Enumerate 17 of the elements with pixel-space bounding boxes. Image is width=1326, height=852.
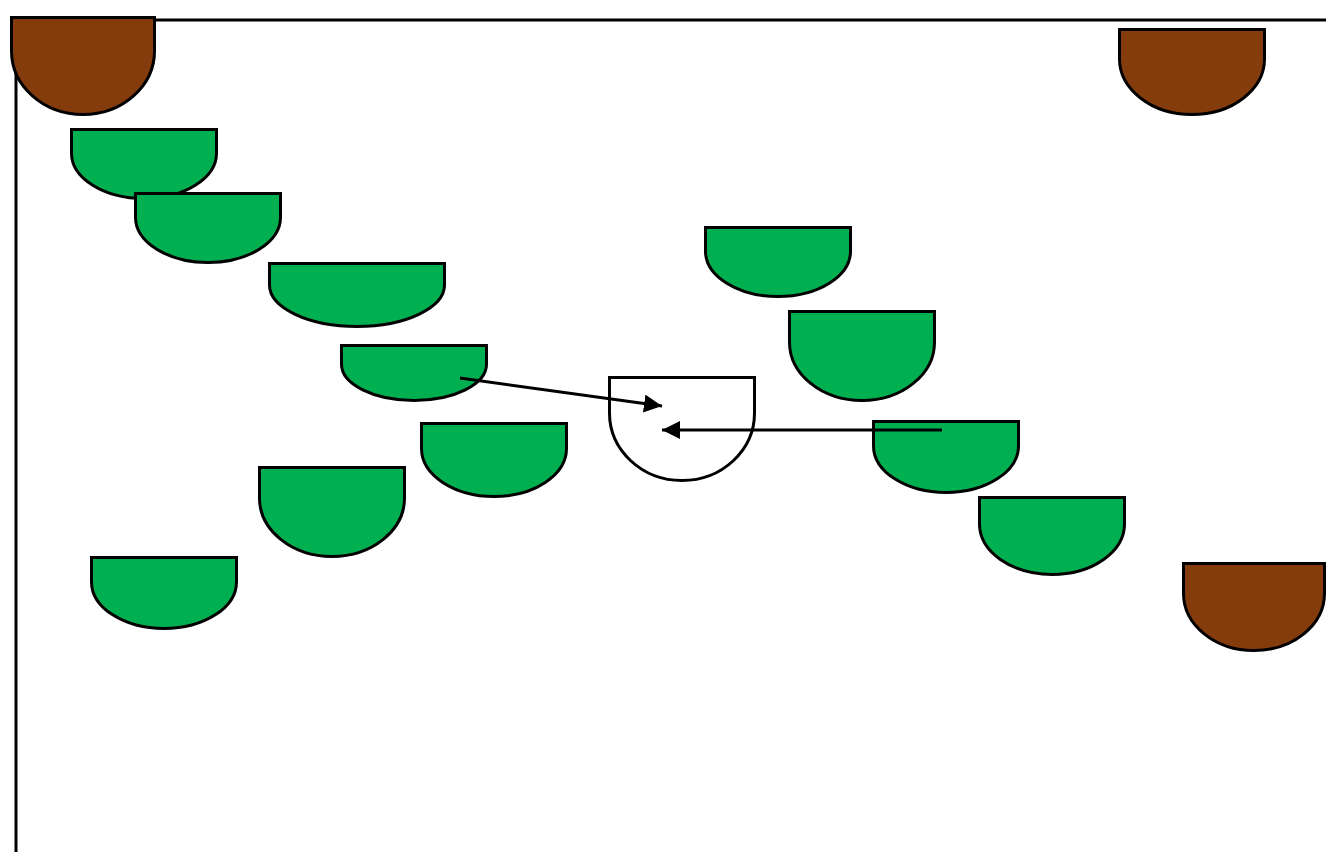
bowl-shape bbox=[788, 310, 936, 402]
bowl-shape bbox=[608, 376, 756, 482]
bowl-shape bbox=[1118, 28, 1266, 116]
bowl-shape bbox=[978, 496, 1126, 576]
bowl-shape bbox=[268, 262, 446, 328]
bowl-shape bbox=[704, 226, 852, 298]
bowl-shape bbox=[70, 128, 218, 200]
bowl-shape bbox=[1182, 562, 1326, 652]
bowl-shape bbox=[420, 422, 568, 498]
bowl-shape bbox=[872, 420, 1020, 494]
bowl-shape bbox=[340, 344, 488, 402]
bowl-shape bbox=[134, 192, 282, 264]
arrow bbox=[459, 376, 663, 413]
bowl-shape bbox=[10, 16, 156, 116]
arrow bbox=[662, 421, 942, 439]
bowl-shape bbox=[258, 466, 406, 558]
bowl-shape bbox=[90, 556, 238, 630]
